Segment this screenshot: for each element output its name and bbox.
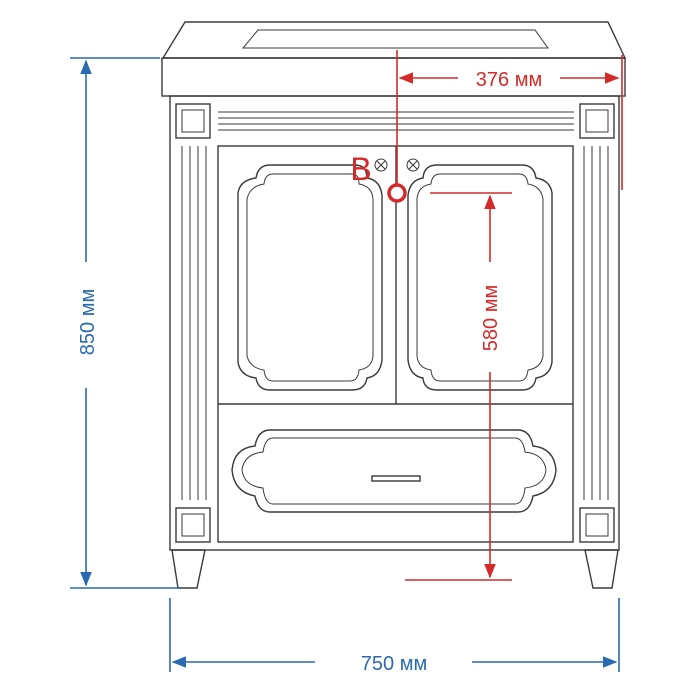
countertop-slab (161, 57, 626, 97)
leg-right (584, 549, 619, 589)
door-left (237, 164, 383, 391)
offset-dimension: 376 мм (396, 50, 623, 190)
sink-basin (161, 21, 627, 97)
width-dimension: 750 мм (169, 598, 620, 675)
valve-icon-right (406, 158, 420, 172)
corner-block-bottom-left (175, 507, 211, 543)
corner-block-top-left (175, 103, 211, 139)
connection-marker-label: В (350, 151, 371, 187)
corner-block-top-right (579, 103, 615, 139)
pilaster-left (181, 146, 207, 500)
cabinet-body (169, 95, 620, 551)
drain-height-dimension: 580 мм (405, 192, 512, 581)
valve-icon-left (374, 158, 388, 172)
height-label: 850 мм (77, 289, 99, 355)
connection-point-icon (387, 183, 407, 203)
height-dimension: 850 мм (70, 57, 180, 589)
offset-label: 376 мм (476, 69, 542, 91)
leg-left (171, 549, 206, 589)
door-right (407, 164, 553, 391)
corner-block-bottom-right (579, 507, 615, 543)
drain-height-label: 580 мм (480, 285, 502, 351)
drawer-handle (371, 475, 421, 482)
width-label: 750 мм (361, 653, 427, 675)
drawer (231, 429, 557, 513)
pilaster-right (583, 146, 609, 500)
